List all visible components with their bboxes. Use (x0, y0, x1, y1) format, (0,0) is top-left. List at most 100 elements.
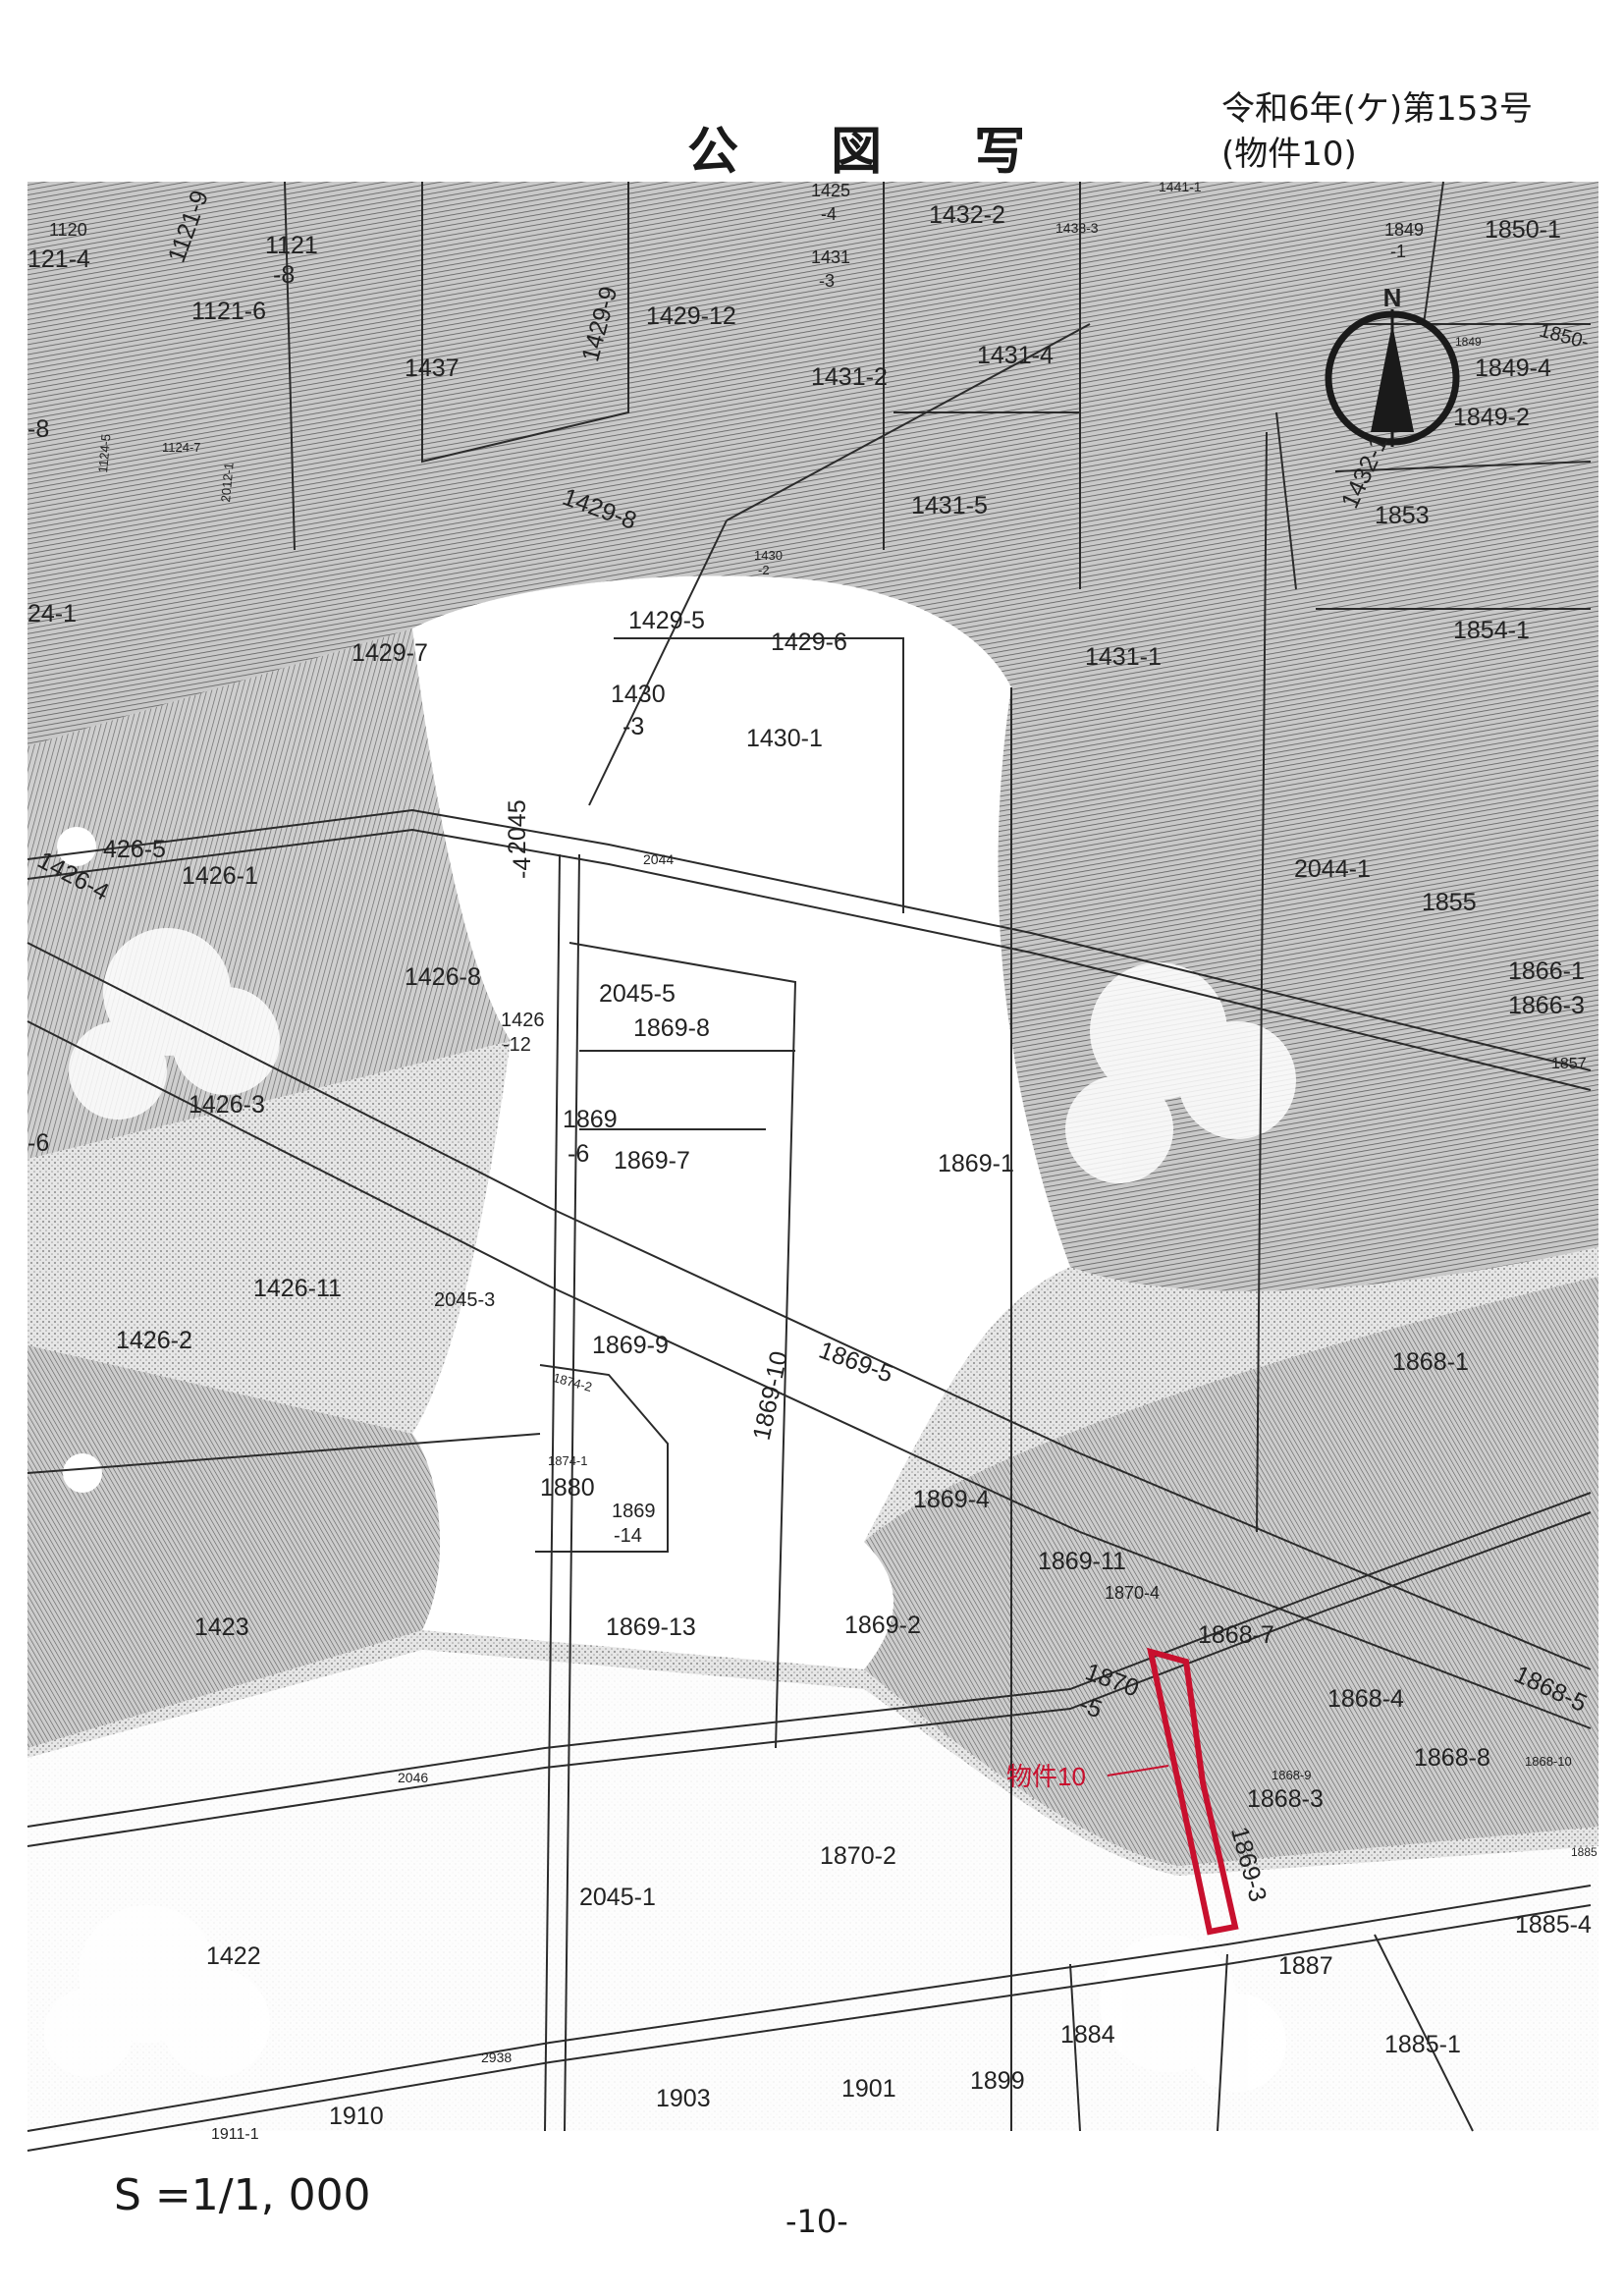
parcel-label: 1426-8 (405, 963, 481, 991)
parcel-boundaries (27, 181, 1592, 2152)
target-leader-line (1107, 1765, 1169, 1777)
parcel-label: 1855 (1422, 889, 1477, 916)
parcel-label: 2046 (398, 1770, 428, 1785)
parcel-label: 1120 (49, 220, 87, 240)
parcel-label: 1124-5 (95, 433, 113, 473)
parcel-label: 1866-1 (1508, 957, 1585, 985)
parcel-label: 2045 (504, 799, 531, 854)
parcel-label: 1423 (194, 1613, 249, 1641)
parcel-label: 1426-2 (116, 1327, 192, 1354)
parcel-label: 1438-3 (1056, 220, 1099, 236)
parcel-label: 1429-5 (628, 607, 705, 634)
parcel-label: 1868-7 (1198, 1621, 1274, 1649)
rosette-1 (1065, 962, 1296, 1183)
shade-top (27, 182, 1598, 746)
parcel-label: 1426 (501, 1010, 545, 1031)
shade-right (998, 687, 1598, 1291)
rosette-3 (44, 1905, 270, 2077)
parcel-label: 1431-1 (1085, 643, 1162, 671)
parcel-label: 1868-1 (1392, 1348, 1469, 1376)
parcel-label: 1426-1 (182, 862, 258, 890)
shade-lower-right (864, 1277, 1598, 1866)
parcel-label: 1868-4 (1327, 1685, 1404, 1713)
parcel-label: 1849-4 (1475, 355, 1551, 382)
parcel-label: 1880 (540, 1474, 595, 1502)
parcel-label: 1869-2 (844, 1612, 921, 1639)
parcel-label: 1437 (405, 355, 460, 382)
parcel-labels: 1120 121-4 1121-9 1121 -8 1121-6 1437 14… (27, 179, 1597, 2143)
parcel-label: 1901 (841, 2075, 896, 2103)
parcel-label: 1849 (1455, 335, 1482, 349)
parcel-label: 1869-4 (913, 1486, 990, 1513)
parcel-label: 2044-1 (1294, 855, 1371, 883)
parcel-label: 1885-1 (1384, 2031, 1461, 2058)
north-arrow: N (1325, 283, 1460, 447)
parcel-label: 1430-1 (746, 725, 823, 752)
parcel-label: 1868-8 (1414, 1744, 1490, 1772)
parcel-label: -3 (819, 271, 835, 291)
case-info: 令和6年(ケ)第153号 (物件10) (1221, 86, 1533, 177)
parcel-label: 1869 (563, 1106, 618, 1133)
parcel-label: 1441-1 (1159, 179, 1202, 194)
parcel-label: 1431-2 (811, 363, 888, 391)
rosette-2 (69, 928, 280, 1120)
parcel-label: 2045-1 (579, 1884, 656, 1911)
parcel-label: 1868-10 (1525, 1754, 1572, 1769)
parcel-label: 1866-3 (1508, 992, 1585, 1019)
parcel-label: 1853 (1375, 502, 1430, 529)
parcel-label: 1868-9 (1272, 1768, 1311, 1782)
property-tag: (物件10) (1221, 135, 1357, 174)
white-center (412, 575, 1070, 1669)
parcel-label: 1857 (1551, 1056, 1587, 1072)
parcel-label: 426-5 (103, 836, 166, 863)
parcel-label: 1885 (1571, 1845, 1597, 1859)
punch-hole-2 (63, 1453, 102, 1493)
parcel-label: -4 (821, 204, 837, 224)
parcel-label: -1 (1390, 242, 1406, 261)
parcel-label: 1429-7 (352, 639, 428, 667)
shade-lower-left (27, 1345, 441, 1748)
parcel-label: -8 (273, 261, 295, 289)
parcel-label: 1869-13 (606, 1613, 696, 1641)
parcel-label: 1124-7 (162, 440, 201, 455)
parcel-label: 1431 (811, 247, 850, 267)
parcel-label: 1430 (611, 681, 666, 708)
parcel-label: 1429-6 (771, 629, 847, 656)
parcel-label: -6 (568, 1140, 589, 1168)
parcel-label: 1426-11 (253, 1275, 342, 1302)
parcel-label: 1426-3 (189, 1091, 265, 1119)
parcel-label: 1868-3 (1247, 1785, 1324, 1813)
parcel-label: 1431-4 (977, 342, 1054, 369)
case-number: 令和6年(ケ)第153号 (1221, 89, 1534, 129)
parcel-label: 2044 (643, 851, 674, 867)
parcel-label: 121-4 (27, 246, 90, 273)
parcel-label: 2938 (481, 2050, 512, 2065)
parcel-label: -14 (614, 1525, 642, 1547)
parcel-label: 1431-5 (911, 492, 988, 519)
parcel-label: 1887 (1278, 1952, 1333, 1980)
target-parcel-label: 物件10 (1006, 1762, 1086, 1791)
parcel-label: 2012-1 (218, 462, 236, 503)
parcel-label: 1884 (1060, 2021, 1115, 2049)
parcel-label: 1850-1 (1485, 216, 1561, 244)
parcel-label: 1869-9 (592, 1332, 669, 1359)
parcel-label: 1869-1 (938, 1150, 1014, 1177)
north-label: N (1383, 283, 1402, 312)
parcel-label: -3 (623, 713, 644, 740)
parcel-label: 1885-4 (1515, 1911, 1592, 1939)
parcel-label: 1121 (265, 232, 318, 259)
parcel-label: 2045-3 (434, 1289, 495, 1311)
scale-label: S =1/1, 000 (114, 2170, 371, 2220)
parcel-label: 1869-7 (614, 1147, 690, 1175)
parcel-label: 1429-12 (646, 302, 736, 330)
parcel-label: 1849-2 (1453, 404, 1530, 431)
punch-hole-1 (57, 827, 96, 866)
parcel-label: -4 (509, 857, 536, 879)
parcel-label: 24-1 (27, 600, 77, 628)
parcel-label: 1121-6 (191, 298, 266, 325)
parcel-label: 1425 (811, 181, 850, 200)
target-parcel-outline (1147, 1647, 1239, 1936)
parcel-label: -12 (503, 1034, 531, 1056)
parcel-label: 1422 (206, 1942, 261, 1970)
parcel-label: 1870-4 (1105, 1583, 1160, 1603)
